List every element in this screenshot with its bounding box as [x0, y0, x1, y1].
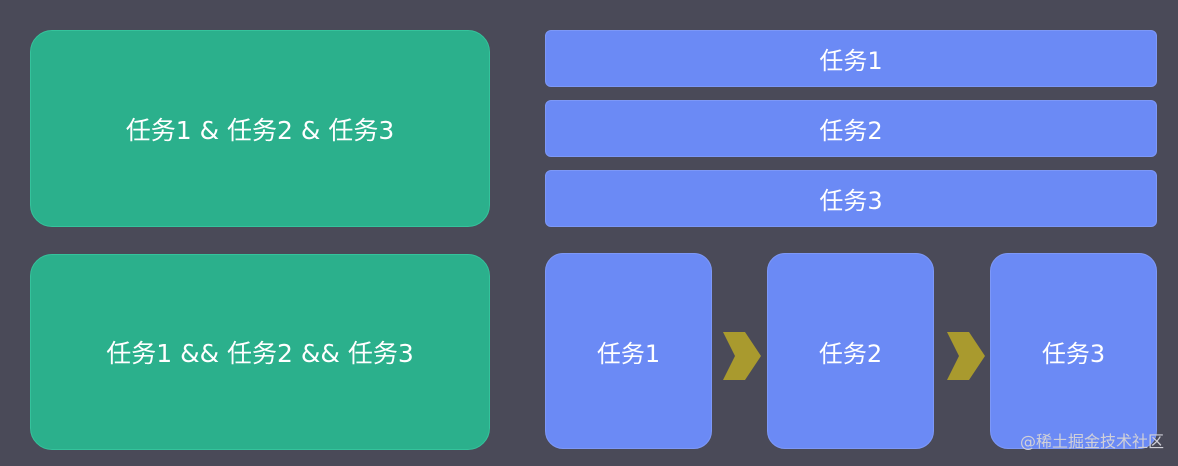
arrow-right-icon [723, 332, 761, 380]
sequence-task-label: 任务3 [1041, 339, 1106, 368]
watermark: @稀土掘金技术社区 [1019, 432, 1164, 451]
parallel-expression-label: 任务1 & 任务2 & 任务3 [125, 115, 395, 145]
stacked-task-label: 任务1 [819, 47, 883, 75]
parallel-expression-box: 任务1 & 任务2 & 任务3 [30, 30, 490, 227]
sequence-task-label: 任务1 [596, 339, 661, 368]
sequence-task-label: 任务2 [818, 339, 883, 368]
stacked-task-label: 任务2 [819, 117, 883, 145]
sequential-expression-label: 任务1 && 任务2 && 任务3 [106, 339, 414, 368]
stacked-task-2: 任务2 [545, 100, 1157, 157]
stacked-task-label: 任务3 [819, 187, 883, 215]
stacked-task-1: 任务1 [545, 30, 1157, 87]
sequence-task-3: 任务3 [990, 253, 1157, 449]
sequential-expression-box: 任务1 && 任务2 && 任务3 [30, 254, 490, 450]
sequence-task-1: 任务1 [545, 253, 712, 449]
arrow-right-icon [947, 332, 985, 380]
stacked-task-3: 任务3 [545, 170, 1157, 227]
sequence-task-2: 任务2 [767, 253, 934, 449]
